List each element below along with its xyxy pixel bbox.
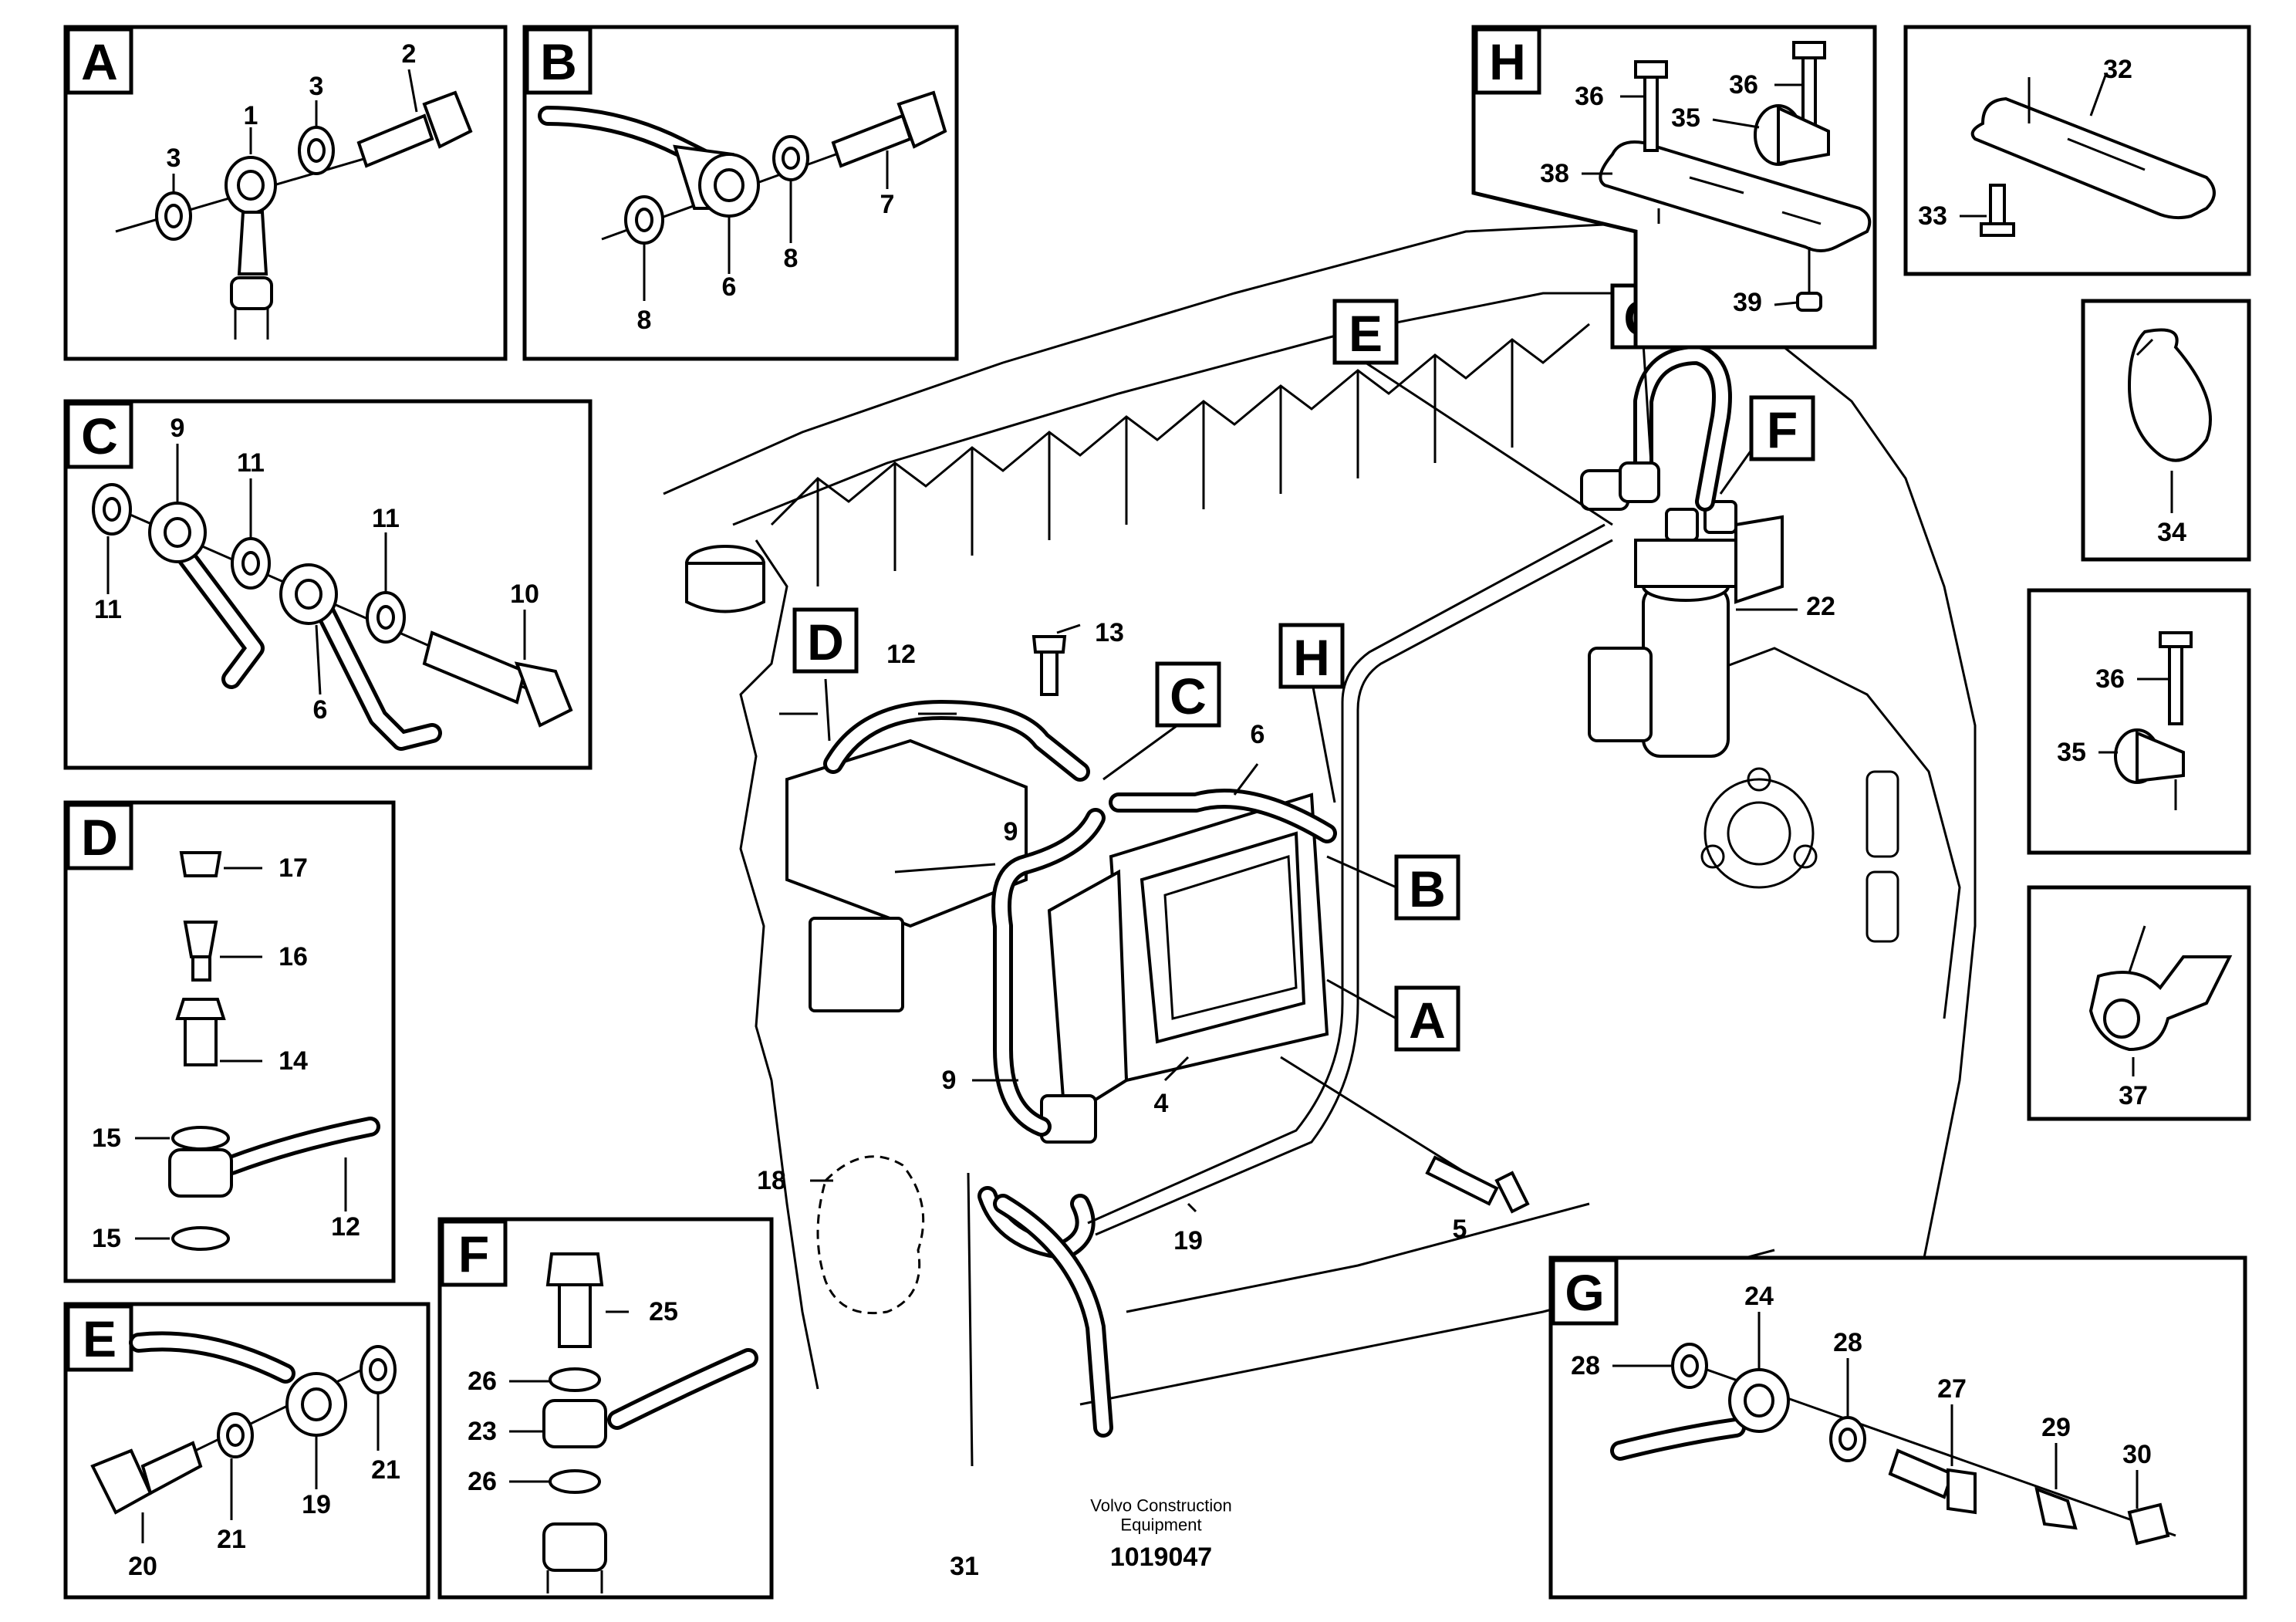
panel-37-label: 37	[2119, 1081, 2148, 1110]
panel-F-label-26b: 26	[468, 1467, 497, 1496]
panel-37: 37	[2027, 885, 2251, 1121]
callout-H: H	[1293, 629, 1330, 686]
callout-box-C	[1155, 661, 1221, 728]
panel-C-label-11a: 11	[237, 448, 265, 478]
panel-35-36-label-35: 35	[2057, 738, 2086, 767]
panel-F-label-23: 23	[468, 1417, 497, 1446]
panel-G-label-27: 27	[1937, 1374, 1967, 1404]
panel-D: D 17 16 14 15 15 12	[63, 800, 396, 1283]
callout-B: B	[1409, 860, 1446, 917]
panel-H-label-36b: 36	[1729, 70, 1758, 100]
callout-A: A	[1409, 992, 1446, 1049]
panel-A: A 1 2 3 3	[63, 25, 508, 361]
panel-D-label-14: 14	[279, 1046, 308, 1076]
panel-33-label: 33	[1918, 201, 1947, 231]
main-label-31: 31	[950, 1552, 979, 1581]
panel-34-label: 34	[2157, 518, 2186, 547]
panel-E-label-21b: 21	[371, 1455, 400, 1485]
panel-B-label-7: 7	[880, 190, 895, 219]
callout-box-H	[1278, 623, 1345, 689]
panel-H-label-39: 39	[1733, 288, 1762, 317]
callout-box-B	[1394, 854, 1460, 921]
panel-B-label-6: 6	[722, 272, 737, 302]
callout-box-E	[1332, 299, 1399, 365]
main-label-9b: 9	[942, 1066, 957, 1095]
panel-A-label-3b: 3	[167, 144, 181, 173]
panel-35-36: 36 35	[2027, 588, 2251, 855]
panel-H-label-35: 35	[1671, 103, 1700, 133]
main-label-12: 12	[886, 640, 916, 669]
callout-C: C	[1170, 667, 1207, 725]
panel-G-label-29: 29	[2041, 1413, 2071, 1442]
callout-E: E	[1349, 305, 1383, 362]
panel-A-tag: A	[81, 33, 118, 90]
callout-D: D	[807, 613, 844, 671]
footer: Volvo Construction Equipment 1019047	[1090, 1496, 1231, 1573]
main-callouts: D C H E G F B A	[792, 283, 1815, 1052]
panel-F: F 25 26 23 26	[437, 1217, 774, 1600]
panel-C-label-11c: 11	[94, 595, 122, 624]
panel-G-tag: G	[1565, 1264, 1604, 1321]
panel-E-label-19: 19	[302, 1490, 331, 1519]
panel-E-label-21a: 21	[217, 1525, 246, 1554]
panel-A-label-2: 2	[402, 39, 417, 69]
brand-line-2: Equipment	[1120, 1516, 1201, 1535]
panel-B-tag: B	[540, 33, 577, 90]
callout-box-F	[1749, 395, 1815, 461]
drawing-number: 1019047	[1110, 1543, 1212, 1572]
panel-B-label-8b: 8	[637, 306, 652, 335]
panel-B-label-8a: 8	[784, 244, 799, 273]
panel-G-label-28b: 28	[1833, 1328, 1862, 1357]
brand-line-1: Volvo Construction	[1090, 1496, 1231, 1516]
panel-32-label: 32	[2103, 55, 2132, 84]
panel-35-36-label-36: 36	[2095, 664, 2125, 694]
panel-F-tag: F	[458, 1225, 489, 1282]
main-label-6: 6	[1251, 720, 1265, 749]
panel-C-label-6: 6	[313, 695, 328, 725]
panel-D-label-17: 17	[279, 853, 308, 883]
callout-box-A	[1394, 985, 1460, 1052]
panel-B: B 6 7 8 8	[522, 25, 959, 361]
panel-G-label-28a: 28	[1571, 1351, 1600, 1380]
panel-F-label-25: 25	[649, 1297, 678, 1326]
panel-D-label-16: 16	[279, 942, 308, 972]
panel-C-tag: C	[81, 407, 118, 465]
callout-F: F	[1767, 401, 1798, 458]
main-label-13: 13	[1095, 618, 1124, 647]
panel-H-label-38: 38	[1540, 159, 1569, 188]
panel-E: E 19 20 21 21	[63, 1302, 430, 1600]
panel-H: H 36 36 35 38 39	[1471, 25, 1877, 350]
panel-G-label-30: 30	[2122, 1440, 2152, 1469]
panel-H-label-36a: 36	[1575, 82, 1604, 111]
panel-A-label-3a: 3	[309, 72, 324, 101]
panel-34: 34	[2081, 299, 2251, 562]
main-label-9a: 9	[1004, 817, 1018, 846]
panel-G-label-24: 24	[1744, 1282, 1774, 1311]
panel-C-label-10: 10	[510, 580, 539, 609]
panel-G: G 24 28 28 27 29 30	[1548, 1255, 2247, 1600]
engine-drawing	[663, 222, 1977, 1467]
panel-D-label-15a: 15	[92, 1124, 121, 1153]
panel-A-label-1: 1	[244, 101, 258, 130]
panel-D-tag: D	[81, 809, 118, 866]
main-label-5: 5	[1453, 1215, 1467, 1244]
panel-H-tag: H	[1489, 33, 1526, 90]
panel-E-label-20: 20	[128, 1552, 157, 1581]
callout-box-D	[792, 607, 859, 674]
main-label-19: 19	[1173, 1226, 1203, 1255]
main-label-4: 4	[1154, 1089, 1169, 1118]
main-label-18: 18	[757, 1166, 786, 1195]
panel-C: C 9 11 11 11 10 6	[63, 399, 593, 770]
panel-C-label-9: 9	[171, 414, 185, 443]
panel-D-label-15b: 15	[92, 1224, 121, 1253]
main-label-22: 22	[1806, 592, 1835, 621]
panel-F-label-26a: 26	[468, 1367, 497, 1396]
panel-C-label-11b: 11	[372, 504, 400, 533]
panel-32-33: 32 33	[1903, 25, 2251, 276]
panel-D-label-12: 12	[331, 1212, 360, 1242]
panel-E-tag: E	[83, 1310, 116, 1367]
